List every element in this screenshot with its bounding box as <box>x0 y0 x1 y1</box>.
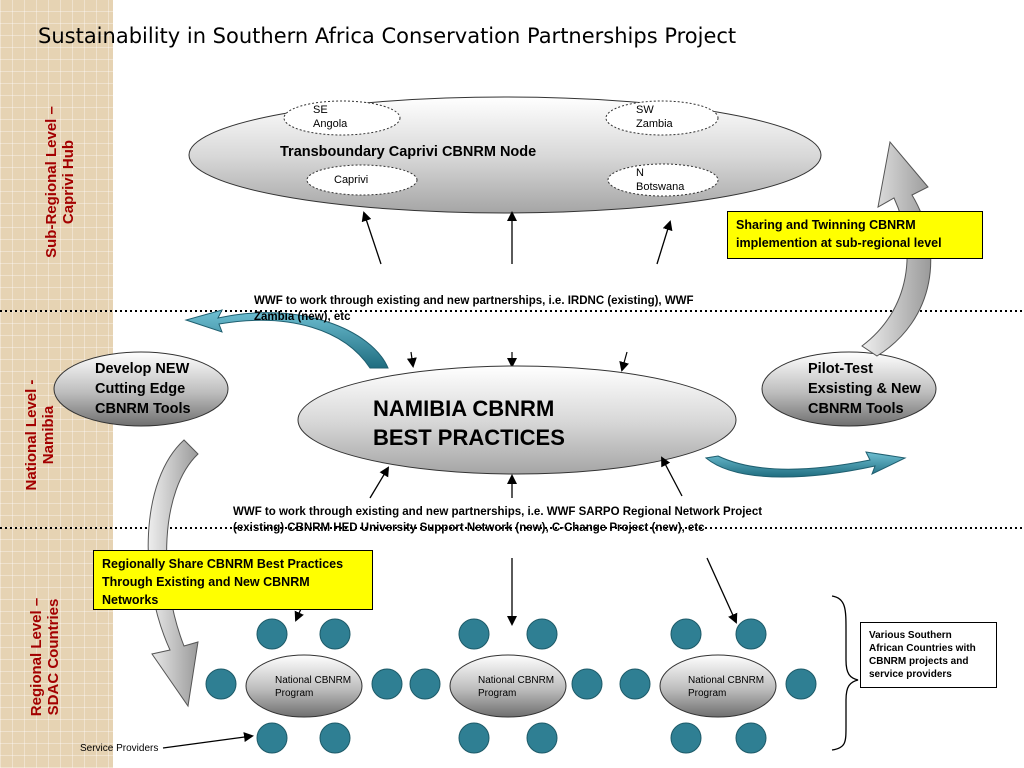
service-provider-node <box>735 722 767 754</box>
center-title-line1: NAMIBIA CBNRM <box>373 396 555 421</box>
center-title-line2: BEST PRACTICES <box>373 425 565 450</box>
service-provider-node <box>409 668 441 700</box>
hub-node-se-angola <box>283 100 401 136</box>
service-provider-node <box>619 668 651 700</box>
arrow-to-hub-right <box>656 220 673 265</box>
left-ellipse-label: Develop NEW Cutting Edge CBNRM Tools <box>95 361 191 417</box>
service-provider-node <box>735 618 767 650</box>
right-ellipse <box>761 351 937 427</box>
countries-brace <box>831 595 859 751</box>
program-group-mid <box>409 618 603 754</box>
hub-node-sw-zambia-label: SW Zambia <box>636 104 673 130</box>
teal-arrow-right <box>704 451 907 478</box>
service-provider-node <box>256 618 288 650</box>
program-ellipse <box>659 654 777 718</box>
callout-regionally-share: Regionally Share CBNRM Best Practices Th… <box>93 550 373 610</box>
hub-node-sw-zambia <box>605 100 719 136</box>
hub-node-caprivi-label: Caprivi <box>334 174 369 186</box>
hub-node-se-angola-label: SE Angola <box>313 104 348 130</box>
program-ellipse <box>245 654 363 718</box>
page-title: Sustainability in Southern Africa Conser… <box>38 24 737 48</box>
service-provider-node <box>458 618 490 650</box>
program-label-right: National CBNRM Program <box>688 675 765 699</box>
service-provider-node <box>526 722 558 754</box>
program-ellipse <box>449 654 567 718</box>
grey-arrow-left-down <box>147 439 199 708</box>
arrow-service-providers <box>162 732 254 749</box>
center-ellipse <box>297 365 737 475</box>
countries-box: Various Southern African Countries with … <box>860 622 997 688</box>
service-provider-node <box>205 668 237 700</box>
teal-arrow-left <box>184 309 389 369</box>
hub-title: Transboundary Caprivi CBNRM Node <box>280 144 537 160</box>
grey-arrow-right-up <box>861 140 932 357</box>
service-provider-node <box>371 668 403 700</box>
program-group-right <box>619 618 817 754</box>
service-providers-label: Service Providers <box>80 743 159 754</box>
right-ellipse-label: Pilot-Test Exsisting & New CBNRM Tools <box>808 361 921 417</box>
center-title: NAMIBIA CBNRM BEST PRACTICES <box>373 394 565 452</box>
program-label-left: National CBNRM Program <box>275 675 352 699</box>
service-provider-node <box>670 618 702 650</box>
arrow-to-hub-left <box>361 211 382 265</box>
arrow-down-to-program-right <box>706 557 738 624</box>
upper-partnership-note: WWF to work through existing and new par… <box>254 295 694 323</box>
service-provider-node <box>458 722 490 754</box>
callout-sharing-twinning: Sharing and Twinning CBNRM implemention … <box>727 211 983 259</box>
service-provider-node <box>785 668 817 700</box>
program-label-mid: National CBNRM Program <box>478 675 555 699</box>
service-provider-node <box>319 722 351 754</box>
left-ellipse <box>53 351 229 427</box>
service-provider-node <box>571 668 603 700</box>
lower-partnership-note: WWF to work through existing and new par… <box>233 506 763 534</box>
arrow-into-center-left <box>406 351 417 368</box>
arrow-center-up-left <box>369 466 390 499</box>
arrow-center-up-right <box>661 456 683 497</box>
hub-node-caprivi <box>306 164 418 196</box>
service-provider-node <box>526 618 558 650</box>
hub-node-n-botswana <box>607 163 719 197</box>
service-provider-node <box>670 722 702 754</box>
arrow-into-center-right <box>619 351 629 372</box>
service-provider-node <box>256 722 288 754</box>
program-group-left <box>205 618 403 754</box>
hub-node-n-botswana-label: N Botswana <box>636 167 685 193</box>
service-provider-node <box>319 618 351 650</box>
